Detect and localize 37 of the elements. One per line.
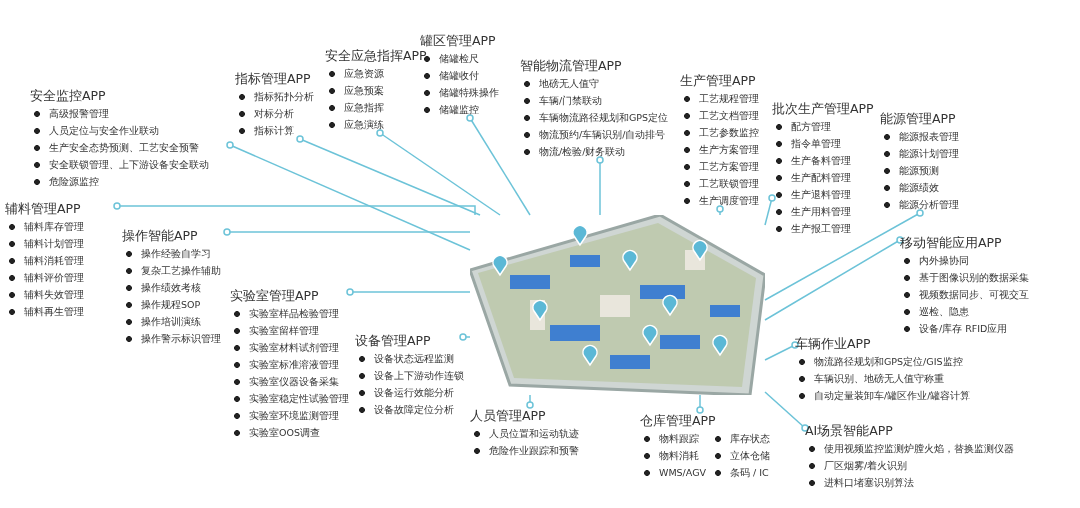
app-title: 操作智能APP	[122, 227, 198, 245]
leader-line	[113, 202, 476, 216]
feature-item: 实验室稳定性试验管理	[234, 390, 350, 407]
app-title: AI场景智能APP	[805, 422, 893, 440]
leader-line	[526, 394, 534, 409]
app-title: 辅料管理APP	[5, 200, 81, 218]
leader-line	[296, 135, 481, 216]
app-title: 能源管理APP	[880, 110, 956, 128]
leader-line	[376, 129, 501, 216]
app-title: 车辆作业APP	[795, 335, 871, 353]
app-title: 实验室管理APP	[230, 287, 319, 305]
leader-line	[696, 394, 704, 414]
app-title: 批次生产管理APP	[772, 100, 874, 118]
leader-line	[459, 333, 471, 341]
leader-line	[596, 156, 604, 216]
app-title: 人员管理APP	[470, 407, 546, 425]
leader-line	[716, 205, 724, 216]
industrial-park-drawing	[470, 215, 765, 395]
app-title: 安全应急指挥APP	[325, 47, 427, 65]
leader-line	[764, 209, 924, 301]
app-title: 安全监控APP	[30, 87, 106, 105]
app-title: 罐区管理APP	[420, 32, 496, 50]
app-title: 仓库管理APP	[640, 412, 716, 430]
leader-line	[764, 391, 809, 432]
leader-line	[764, 236, 904, 321]
leader-line	[226, 141, 471, 251]
leader-line	[466, 114, 531, 216]
leader-line	[223, 228, 471, 236]
app-title: 移动智能应用APP	[900, 234, 1002, 252]
leader-line	[346, 288, 471, 296]
feature-item: 设备上下游动作连锁	[359, 367, 463, 384]
app-title: 智能物流管理APP	[520, 57, 622, 75]
app-title: 设备管理APP	[355, 332, 431, 350]
app-title: 生产管理APP	[680, 72, 756, 90]
leader-line	[764, 341, 799, 361]
leader-line	[764, 194, 776, 226]
app-title: 指标管理APP	[235, 70, 311, 88]
